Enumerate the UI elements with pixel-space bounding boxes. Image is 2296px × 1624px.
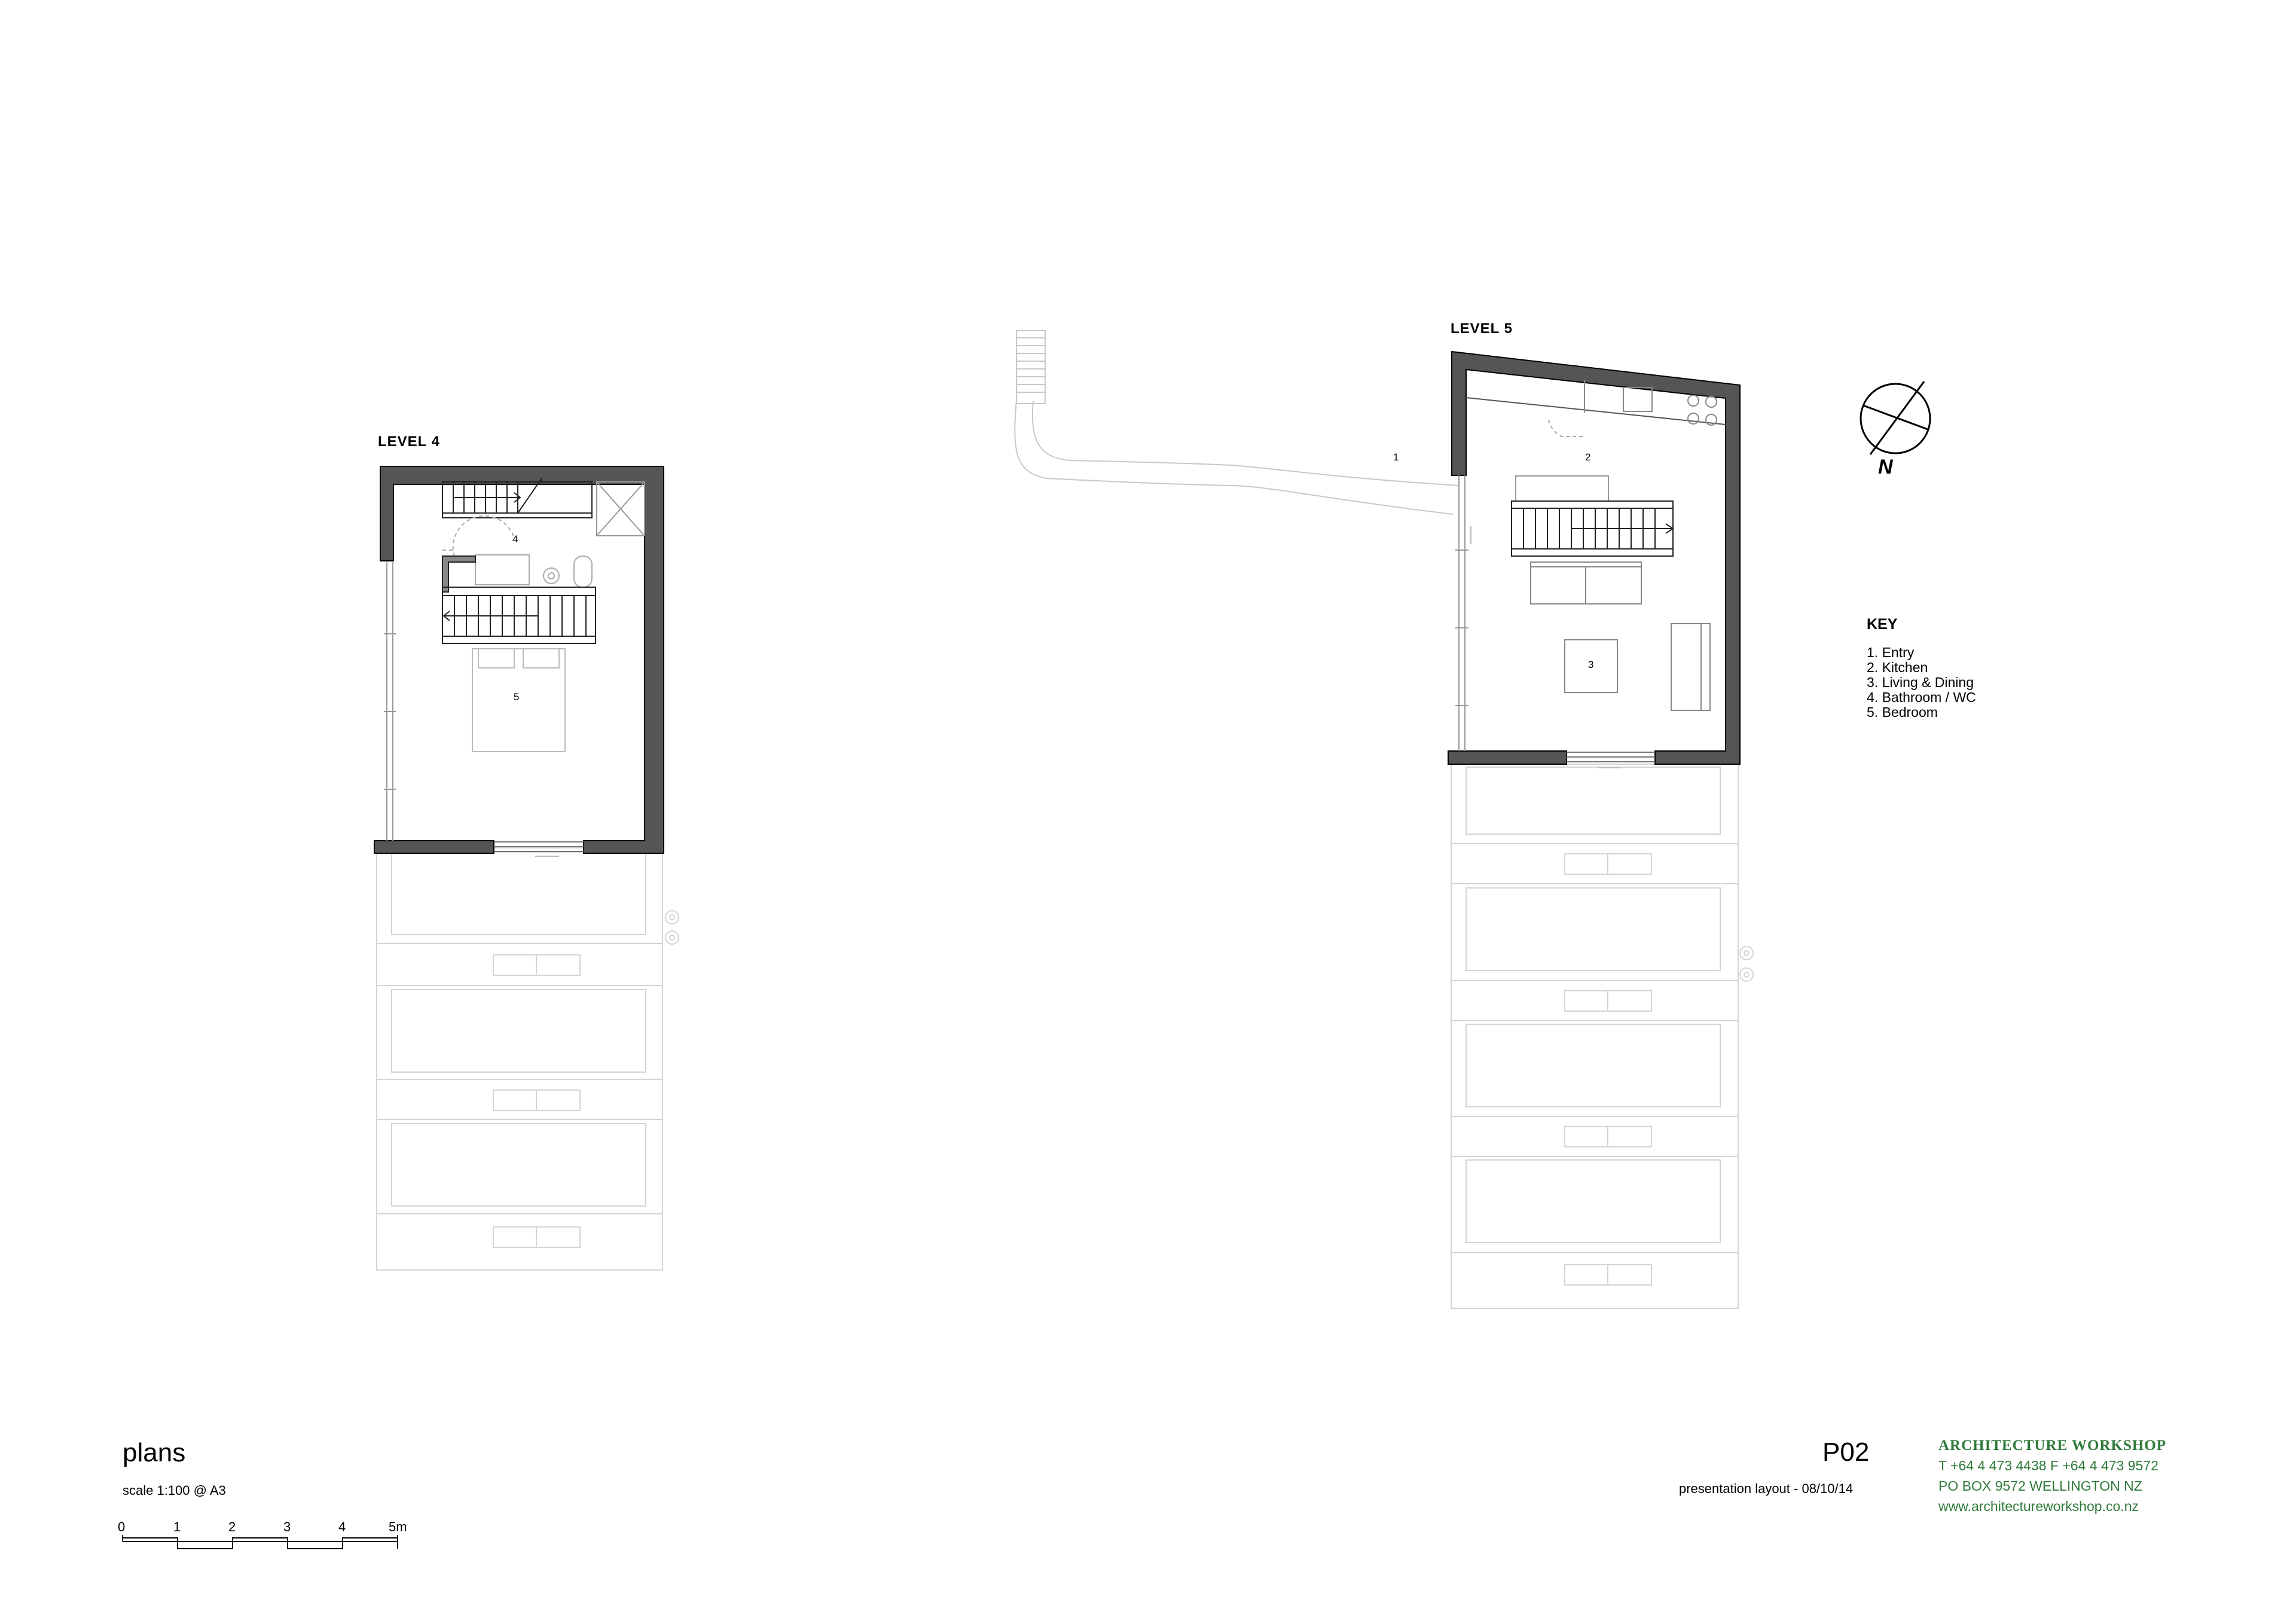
presentation-date: presentation layout - 08/10/14: [1679, 1481, 1854, 1496]
room-number-1: 1: [1393, 451, 1399, 463]
level-4-west-glazing: [384, 561, 396, 841]
scale-bar: [122, 1535, 398, 1549]
level-5-walls: [1451, 350, 1741, 765]
scale-bar-label-4: 4: [338, 1519, 346, 1534]
scale-bar-label-3: 3: [283, 1519, 291, 1534]
level-5-plan: [1448, 350, 1741, 768]
sheet-number: P02: [1822, 1437, 1870, 1467]
scale-bar-label-1: 1: [173, 1519, 181, 1534]
level-4-bathroom-fittings: [442, 515, 593, 588]
firm-block: ARCHITECTURE WORKSHOP T +64 4 473 4438 F…: [1938, 1437, 2166, 1515]
firm-name: ARCHITECTURE WORKSHOP: [1938, 1437, 2167, 1454]
room-number-5: 5: [514, 691, 520, 703]
level-5-west-glazing: [1455, 475, 1471, 751]
level-5-lower-storeys: [1451, 764, 1754, 1309]
entry-path-and-steps: [1014, 330, 1460, 515]
level-5-coffee-table: [1564, 639, 1618, 693]
room-number-2: 2: [1585, 451, 1591, 463]
north-arrow: [1860, 381, 1931, 455]
scale-note: scale 1:100 @ A3: [123, 1483, 226, 1498]
key-item-bathroom-wc: 4. Bathroom / WC: [1867, 689, 1976, 705]
level-5-label: LEVEL 5: [1451, 320, 1513, 337]
level-5-kitchen-bench: [1465, 380, 1726, 437]
level-5-armchair: [1671, 623, 1711, 711]
scale-bar-label-0: 0: [118, 1519, 126, 1534]
level-4-bed: [472, 648, 566, 752]
level-5-stair: [1511, 500, 1674, 557]
level-5-table: [1515, 475, 1609, 502]
level-5-sofa: [1530, 561, 1642, 605]
room-number-4: 4: [512, 533, 518, 545]
sheet-title: plans: [123, 1438, 186, 1467]
key-item-bedroom: 5. Bedroom: [1867, 704, 1938, 720]
scale-bar-label-2: 2: [228, 1519, 236, 1534]
level-4-lower-stair: [442, 587, 596, 644]
key-item-entry: 1. Entry: [1867, 645, 1915, 660]
level-4-south-window: [494, 841, 584, 857]
north-label: N: [1878, 456, 1893, 478]
level-5-south-window: [1567, 752, 1655, 768]
firm-address: PO BOX 9572 WELLINGTON NZ: [1938, 1478, 2142, 1494]
firm-website[interactable]: www.architectureworkshop.co.nz: [1938, 1498, 2139, 1514]
level-4-walls: [380, 466, 664, 854]
key-legend: KEY 1. Entry 2. Kitchen 3. Living & Dini…: [1867, 616, 1976, 720]
level-4-plan: [374, 466, 664, 857]
firm-phone: T +64 4 473 4438 F +64 4 473 9572: [1938, 1458, 2158, 1473]
level-4-lower-storeys: [376, 847, 679, 1271]
room-number-3: 3: [1588, 659, 1594, 670]
key-item-kitchen: 2. Kitchen: [1867, 660, 1928, 675]
level-4-label: LEVEL 4: [378, 434, 440, 450]
key-item-living-dining: 3. Living & Dining: [1867, 674, 1974, 690]
scale-bar-label-5m: 5m: [389, 1519, 407, 1534]
key-title: KEY: [1867, 616, 1898, 633]
level-4-upper-stair: [442, 476, 593, 518]
level-4-shower: [596, 481, 645, 536]
